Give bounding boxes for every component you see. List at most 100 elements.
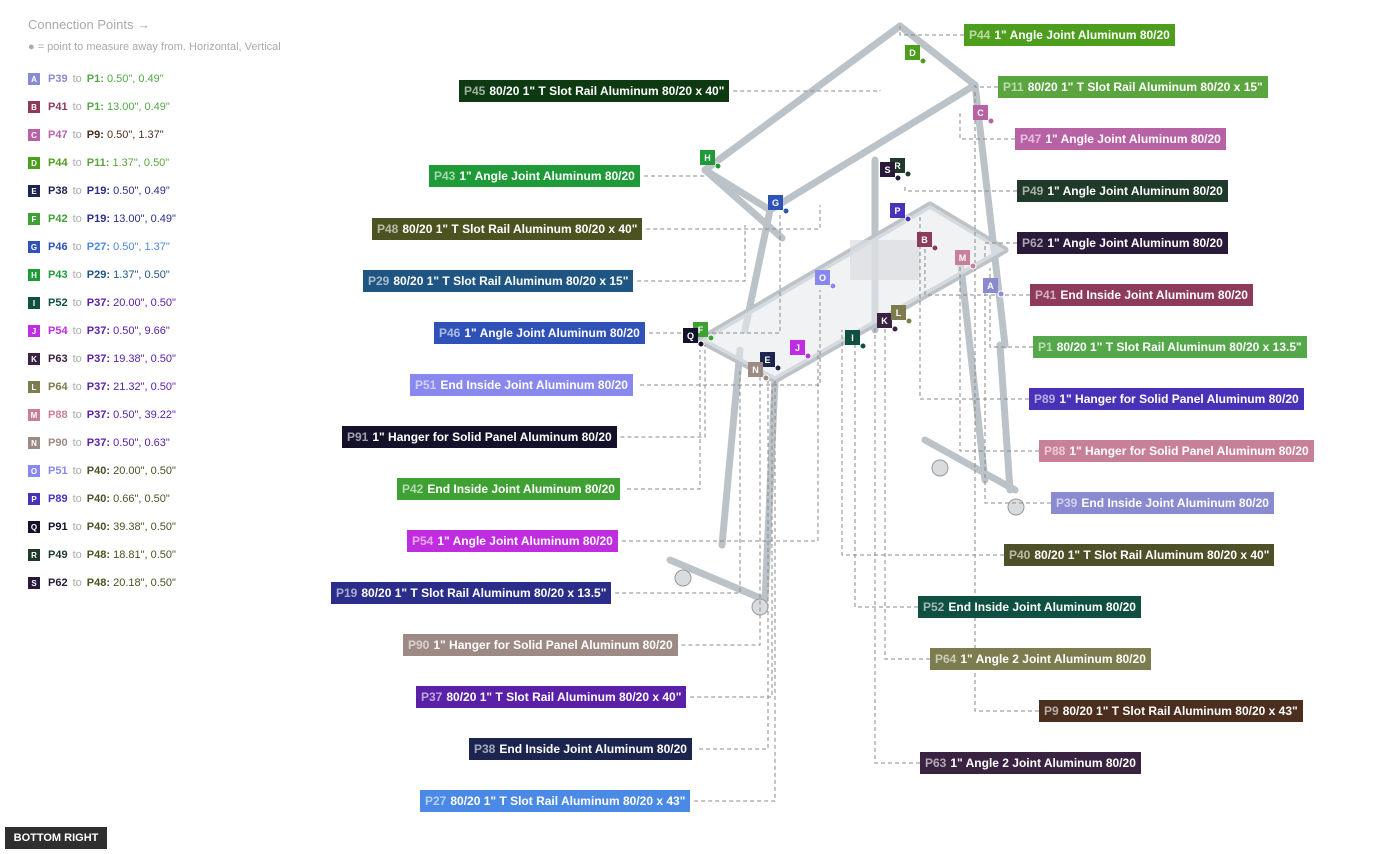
legend-target-part: P11:: [86, 157, 110, 169]
legend-to-word: to: [72, 521, 82, 533]
view-bottom-right-button[interactable]: BOTTOM RIGHT: [5, 827, 107, 849]
part-name: 1" Angle 2 Joint Aluminum 80/20: [960, 652, 1146, 666]
legend-to-word: to: [72, 577, 82, 589]
part-id: P27: [425, 794, 447, 808]
shelf-panel: [700, 205, 1005, 380]
part-name: End Inside Joint Aluminum 80/20: [427, 482, 615, 496]
legend-offset-value: 0.50", 0.49": [113, 185, 170, 197]
connection-tag-l[interactable]: L: [891, 305, 906, 320]
leader-line: [644, 175, 706, 177]
leader-line: [899, 26, 964, 36]
leader-line: [919, 215, 1029, 400]
leader-line: [615, 370, 741, 594]
legend-letter-badge: J: [28, 325, 40, 337]
part-id: P48: [377, 222, 399, 236]
connection-tag-m[interactable]: M: [955, 250, 970, 265]
legend-target-part: P40:: [86, 465, 111, 477]
part-name: 1" Hanger for Solid Panel Aluminum 80/20: [1059, 392, 1299, 406]
connection-tag-c[interactable]: C: [973, 105, 988, 120]
part-name: 80/20 1" T Slot Rail Aluminum 80/20 x 13…: [1056, 340, 1302, 354]
legend-letter-badge: B: [28, 101, 40, 113]
part-name: 1" Angle Joint Aluminum 80/20: [1045, 132, 1221, 146]
connection-tag-s[interactable]: S: [880, 162, 895, 177]
connection-tag-o[interactable]: O: [815, 270, 830, 285]
part-id: P39: [1056, 496, 1078, 510]
legend-to-word: to: [72, 549, 82, 561]
legend-from-part: P46: [48, 241, 68, 253]
connection-tag-d[interactable]: D: [905, 45, 920, 60]
legend-letter-badge: S: [28, 577, 40, 589]
part-id: P47: [1020, 132, 1042, 146]
connection-tag-q[interactable]: Q: [683, 328, 698, 343]
connection-tag-a[interactable]: A: [983, 278, 998, 293]
leader-line: [874, 325, 920, 764]
legend-letter-badge: I: [28, 297, 40, 309]
connection-dot: [762, 374, 770, 382]
connection-dot: [987, 117, 995, 125]
connection-tag-i[interactable]: I: [845, 330, 860, 345]
legend-letter-badge: F: [28, 213, 40, 225]
connection-tag-h[interactable]: H: [700, 150, 715, 165]
connection-tag-g[interactable]: G: [768, 195, 783, 210]
legend-offset-value: 21.32", 0.50": [113, 381, 176, 393]
legend-to-word: to: [72, 465, 82, 477]
part-id: P62: [1022, 236, 1044, 250]
connection-tag-b[interactable]: B: [917, 232, 932, 247]
legend-target-part: P37:: [86, 325, 111, 337]
leader-line: [627, 350, 701, 490]
legend-from-part: P51: [48, 465, 68, 477]
leader-line: [699, 375, 769, 750]
legend-target-part: P19:: [86, 213, 111, 225]
connection-tag-p[interactable]: P: [890, 203, 905, 218]
connection-tag-j[interactable]: J: [790, 340, 805, 355]
connection-tag-n[interactable]: N: [748, 362, 763, 377]
leader-line: [854, 335, 918, 608]
legend-target-part: P40:: [86, 493, 111, 505]
connection-dot: [904, 215, 912, 223]
connection-dot: [714, 162, 722, 170]
connection-tag-e[interactable]: E: [760, 352, 775, 367]
legend-target-part: P48:: [86, 577, 111, 589]
legend-from-part: P54: [48, 325, 68, 337]
connection-tag-k[interactable]: K: [877, 313, 892, 328]
legend-from-part: P90: [48, 437, 68, 449]
legend-target-part: P1:: [86, 101, 104, 113]
legend-offset-value: 18.81", 0.50": [113, 549, 176, 561]
legend-to-word: to: [72, 325, 82, 337]
leader-line: [924, 240, 1030, 296]
legend-target-part: P1:: [86, 73, 104, 85]
